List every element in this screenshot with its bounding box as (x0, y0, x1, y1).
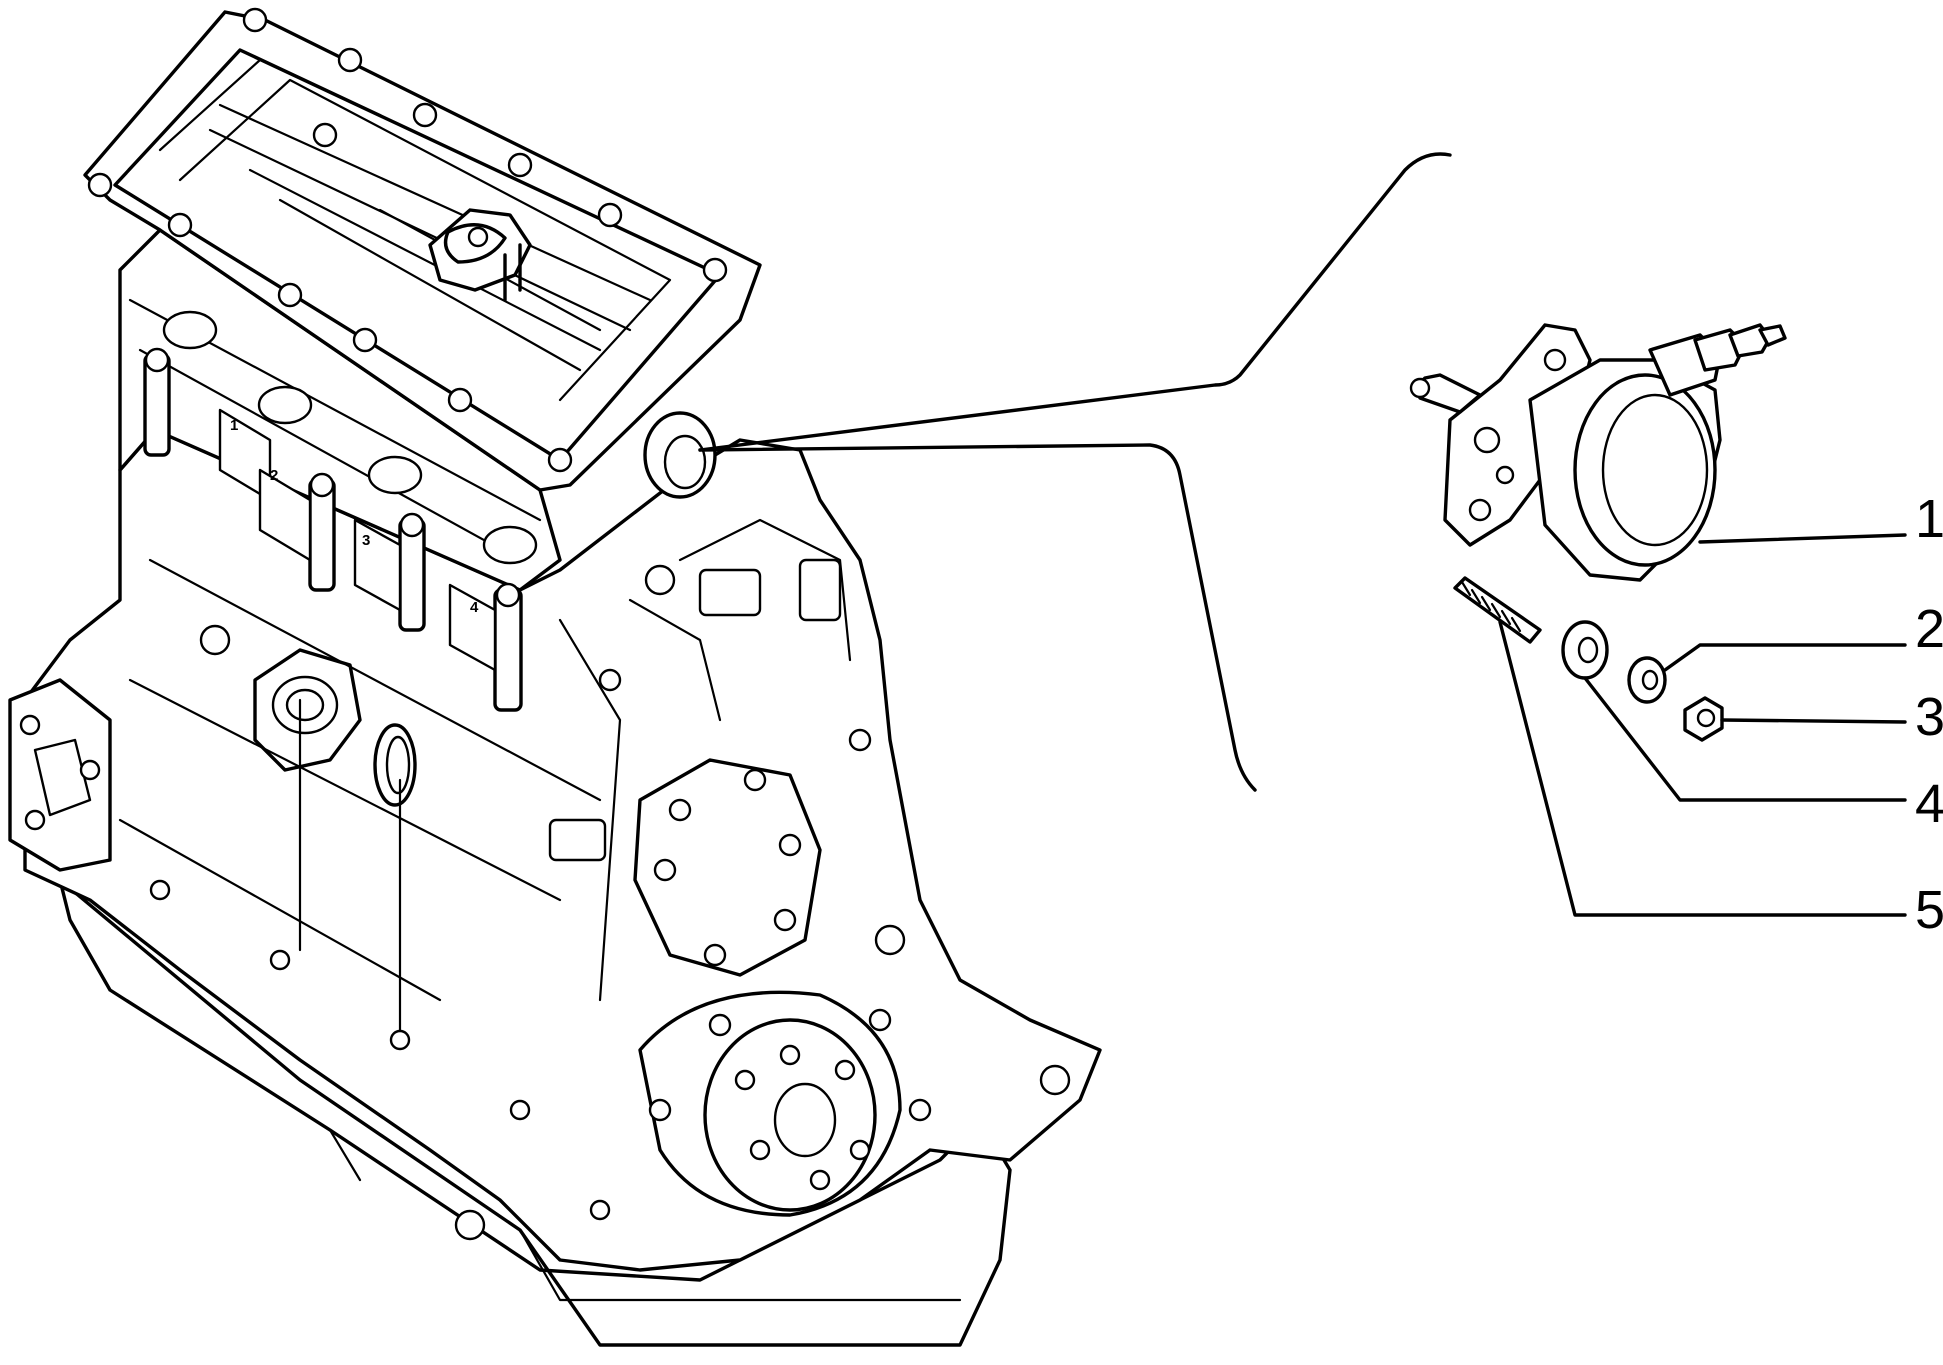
cylinder-mark-4: 4 (470, 599, 479, 616)
cylinder-mark-1: 1 (230, 417, 238, 434)
injection-pump (1409, 323, 1787, 582)
injectors (143, 347, 523, 712)
callout-4: 4 (1915, 774, 1943, 834)
injector-clamps (218, 408, 497, 672)
washer-large (1561, 620, 1609, 680)
valve-cover-bolts (87, 7, 728, 473)
intake-ports (162, 310, 538, 565)
water-pump-pulley (638, 990, 932, 1217)
leader-lines (1498, 533, 1907, 917)
callout-5: 5 (1915, 880, 1943, 940)
engine-block: 1 2 3 4 (8, 7, 1102, 1347)
callout-1: 1 (1915, 489, 1943, 549)
callout-3: 3 (1915, 687, 1943, 747)
timing-cover (633, 758, 822, 977)
thermostat-housing (253, 648, 362, 772)
stud (1453, 576, 1542, 644)
locator-bracket (698, 152, 1452, 452)
washer-small (1627, 656, 1667, 704)
side-flange (8, 678, 112, 872)
cylinder-mark-3: 3 (362, 532, 370, 549)
oil-filler-cap (428, 208, 532, 302)
cylinder-mark-2: 2 (270, 467, 278, 484)
cylinder-head (118, 228, 562, 592)
nut (1683, 696, 1724, 742)
sump-bolts (149, 879, 611, 1221)
callout-2: 2 (1915, 599, 1943, 659)
pump-mounting-bore (643, 411, 717, 499)
